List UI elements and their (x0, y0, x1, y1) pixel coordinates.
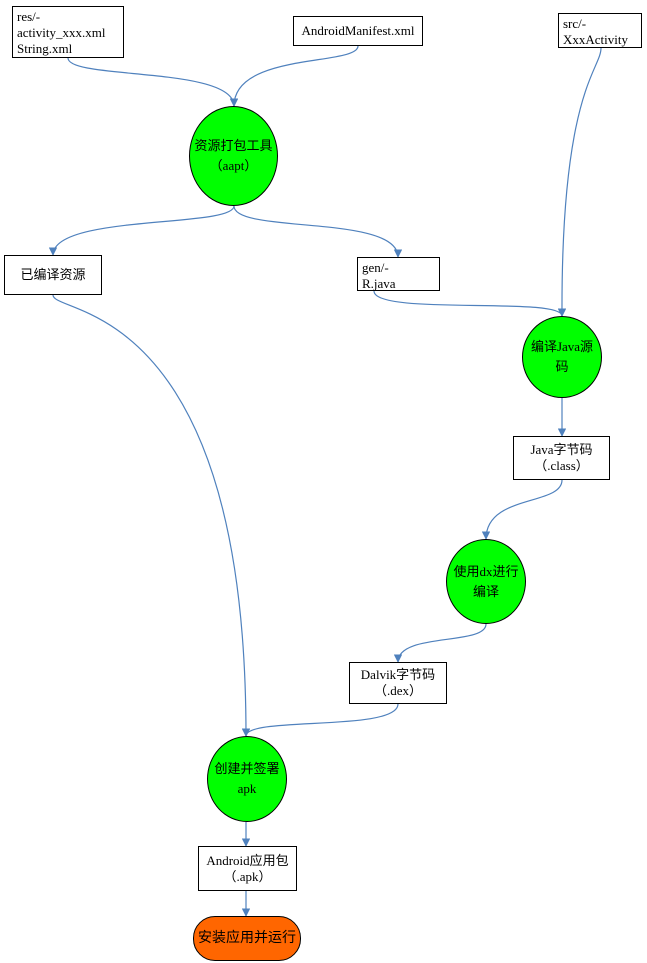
dex-box-label-line: Dalvik字节码 (360, 667, 436, 682)
bytecode-box-label-line: （.class） (534, 458, 589, 473)
rjava-box-label-line: gen/- (362, 260, 389, 275)
src-box: src/-XxxActivity (558, 13, 642, 48)
aapt-circle-label-line: 资源打包工具 (194, 138, 273, 153)
manifest-box: AndroidManifest.xml (293, 16, 423, 46)
connector-dx-to-dex (393, 623, 487, 663)
dex-box-label-line: （.dex） (373, 683, 423, 698)
javac-circle: 编译Java源码 (522, 316, 602, 398)
connector-aapt-to-compiled-res (48, 205, 235, 256)
aapt-circle-label-line: （aapt） (209, 158, 258, 173)
connector-res-to-aapt (67, 57, 239, 107)
connector-manifest-to-aapt (229, 45, 359, 107)
connector-dex-to-sign (241, 703, 399, 737)
sign-circle-label-line: apk (237, 781, 257, 796)
compiled-res-box-label-line: 已编译资源 (20, 267, 86, 282)
dx-circle: 使用dx进行编译 (446, 539, 526, 624)
install-terminal-label-line: 安装应用并运行 (198, 930, 296, 946)
javac-circle-label-line: 码 (555, 359, 569, 374)
bytecode-box: Java字节码（.class） (513, 436, 610, 480)
apk-box-label-line: Android应用包 (206, 852, 289, 868)
res-box-label-line: res/- (17, 9, 41, 24)
src-box-label-line: src/- (563, 16, 587, 31)
install-terminal: 安装应用并运行 (193, 916, 301, 961)
dex-box: Dalvik字节码（.dex） (349, 662, 447, 704)
aapt-circle: 资源打包工具 （aapt） (189, 106, 278, 206)
res-box-label-line: String.xml (17, 41, 73, 56)
src-box-label-line: XxxActivity (563, 32, 628, 47)
manifest-box-label-line: AndroidManifest.xml (301, 23, 415, 38)
rjava-box-label-line: R.java (362, 276, 396, 291)
connector-compiled-res-to-sign (52, 294, 251, 737)
dx-circle-label-line: 使用dx进行 (453, 563, 519, 579)
sign-circle: 创建并签署 apk (207, 736, 287, 822)
res-box-label-line: activity_xxx.xml (17, 25, 106, 40)
bytecode-box-label-line: Java字节码 (530, 442, 593, 457)
rjava-box: gen/-R.java (357, 257, 440, 291)
sign-circle-label-line: 创建并签署 (214, 761, 280, 776)
dx-circle-label-line: 编译 (472, 583, 499, 599)
apk-box-label-line: （.apk） (223, 868, 272, 884)
connector-src-to-javac (557, 47, 602, 317)
connector-bytecode-to-dx (481, 479, 563, 540)
apk-box: Android应用包（.apk） (198, 846, 297, 891)
javac-circle-label-line: 编译Java源 (530, 339, 594, 354)
connector-aapt-to-rjava (233, 205, 403, 258)
compiled-res-box: 已编译资源 (4, 255, 102, 295)
connector-rjava-to-javac (373, 290, 567, 317)
